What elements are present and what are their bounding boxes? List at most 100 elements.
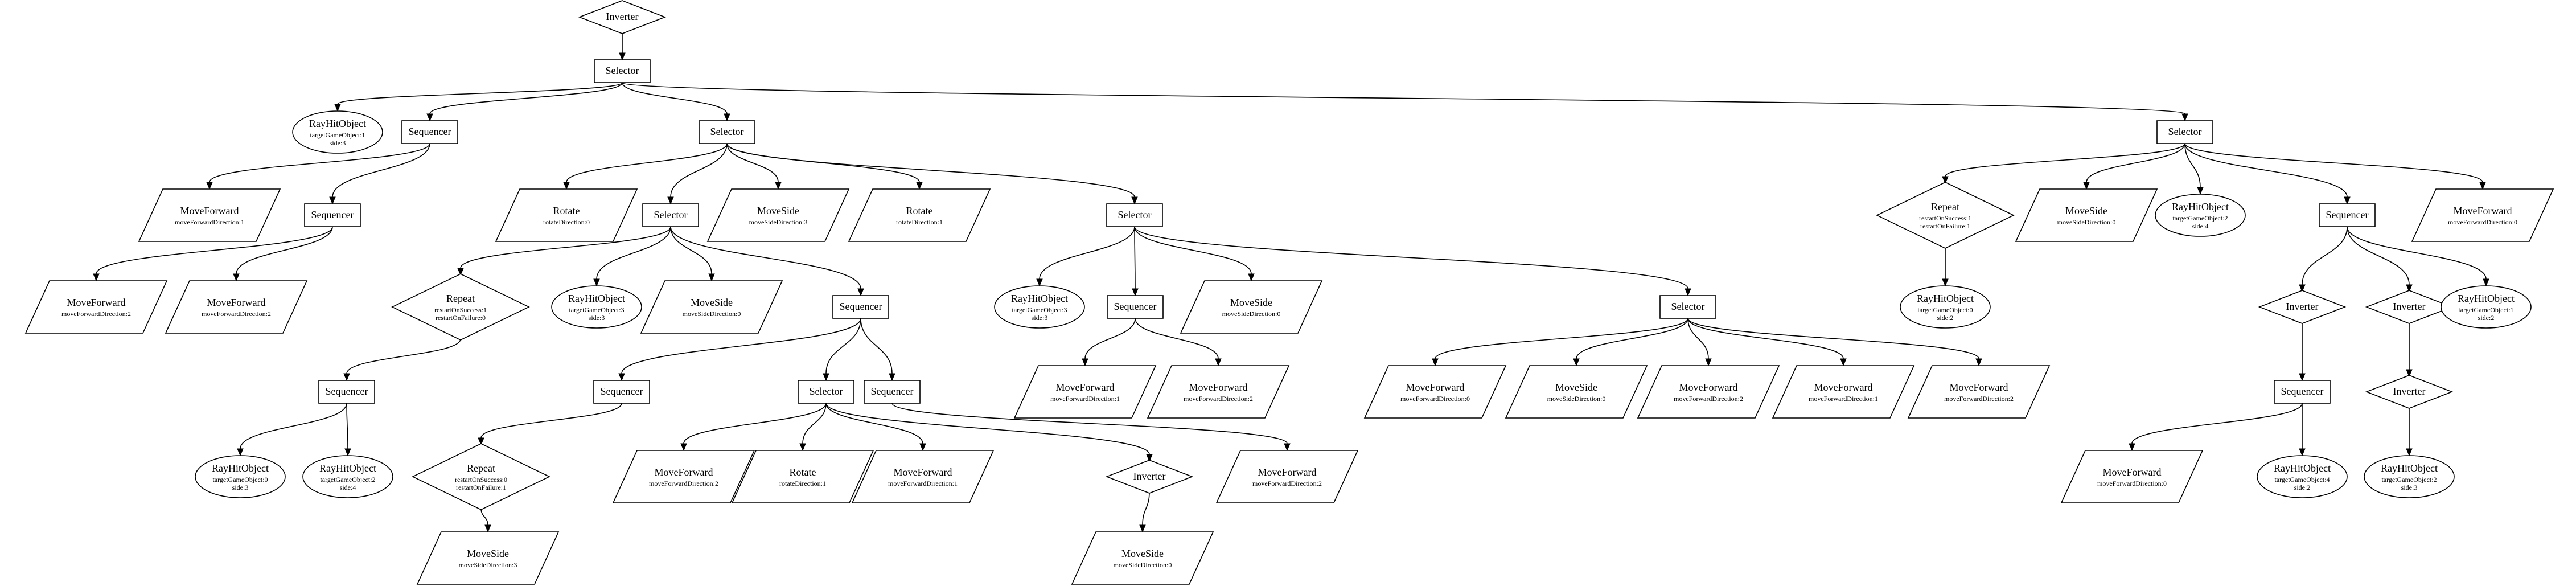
node-param: targetGameObject:3 <box>569 306 624 314</box>
inverter-shape <box>2365 375 2454 409</box>
sequencer-shape <box>401 120 458 144</box>
node-label: Rotate <box>553 205 580 216</box>
node-label: RayHitObject <box>2458 293 2515 304</box>
node-param: moveForwardDirection:2 <box>1944 395 2014 403</box>
node-label: Repeat <box>446 293 475 304</box>
arrowhead <box>1146 454 1153 462</box>
arrowhead <box>1036 278 1043 287</box>
node-label: MoveForward <box>2103 466 2162 478</box>
rayhitobject-shape <box>1900 285 1991 329</box>
edge-n23-n28 <box>802 403 827 444</box>
edge-n23-n30 <box>825 403 1150 455</box>
moveforward-shape <box>1772 365 1915 419</box>
edge-n18-n22 <box>621 318 861 374</box>
arrowhead <box>1975 358 1982 367</box>
edge-n11-n17 <box>670 226 712 274</box>
node-label: RayHitObject <box>568 293 625 304</box>
node-param: targetGameObject:0 <box>212 476 268 483</box>
node-label: Sequencer <box>2326 209 2369 220</box>
sequencer-node: Sequencer <box>304 203 361 227</box>
node-label: Sequencer <box>2281 386 2324 397</box>
node-param: moveSideDirection:0 <box>683 310 741 318</box>
arrowhead <box>2083 182 2090 190</box>
node-param: side:3 <box>2401 483 2418 491</box>
sequencer-shape <box>1107 295 1164 319</box>
node-param: side:3 <box>1032 314 1048 322</box>
moveforward-shape <box>1363 365 1507 419</box>
selector-node: Selector <box>1106 203 1163 227</box>
edge-n18-n24 <box>860 318 893 374</box>
arrowhead <box>593 278 600 287</box>
sequencer-node: Sequencer <box>593 380 650 404</box>
node-param: side:3 <box>232 483 249 491</box>
node-param: moveSideDirection:0 <box>1222 310 1281 318</box>
edge-n22-n25 <box>480 403 622 439</box>
arrowhead <box>1248 273 1255 282</box>
edge-n19-n20 <box>240 403 347 449</box>
node-label: MoveForward <box>1056 382 1115 393</box>
edge-n7-n8 <box>96 226 333 274</box>
selector-shape <box>1106 203 1163 227</box>
node-label: MoveSide <box>1555 382 1597 393</box>
node-label: RayHitObject <box>2274 462 2331 474</box>
moveforward-shape <box>1215 450 1359 503</box>
edge-n25-n26 <box>480 508 488 526</box>
edge-n14-n35 <box>1134 226 1252 274</box>
node-label: Repeat <box>467 462 495 474</box>
node-param: side:3 <box>330 139 346 147</box>
node-label: Inverter <box>1133 470 1166 482</box>
edge-n5-n48 <box>2184 143 2483 183</box>
selector-shape <box>699 120 755 144</box>
arrowhead <box>93 273 100 282</box>
sequencer-shape <box>593 380 650 404</box>
node-label: MoveSide <box>467 548 509 559</box>
edge-n14-n33 <box>1039 226 1135 280</box>
edge-n7-n9 <box>236 226 333 274</box>
node-param: moveForwardDirection:1 <box>1809 395 1878 403</box>
edge-n30-n31 <box>1142 491 1150 526</box>
inverter-node: Inverter <box>2365 290 2454 324</box>
arrowhead <box>618 373 625 382</box>
node-param: restartOnSuccess:0 <box>455 476 507 483</box>
arrowhead <box>426 113 433 122</box>
repeat-node: RepeatrestartOnSuccess:1restartOnFailure… <box>1876 182 2015 249</box>
inverter-node: Inverter <box>1105 460 1194 494</box>
arrowhead <box>457 268 464 276</box>
selector-shape <box>798 380 854 404</box>
node-param: targetGameObject:3 <box>1012 306 1067 314</box>
moveforward-shape <box>612 450 755 503</box>
rotate-shape <box>848 188 991 242</box>
node-label: Repeat <box>1931 201 1959 212</box>
moveside-shape <box>1071 531 1214 585</box>
edge-n3-n7 <box>332 143 430 198</box>
node-param: moveForwardDirection:0 <box>1400 395 1470 403</box>
arrowhead <box>775 182 782 190</box>
node-param: targetGameObject:2 <box>320 476 375 483</box>
repeat-shape <box>1876 182 2015 249</box>
repeat-shape <box>412 443 550 510</box>
edge-n36-n39 <box>1435 318 1688 359</box>
node-param: side:3 <box>589 314 605 322</box>
sequencer-node: Sequencer <box>1107 295 1164 319</box>
moveforward-shape <box>1147 365 1290 419</box>
node-param: rotateDirection:1 <box>896 218 943 226</box>
node-label: Sequencer <box>326 386 368 397</box>
arrowhead <box>1942 176 1949 185</box>
edge-n11-n18 <box>670 226 861 289</box>
node-param: moveSideDirection:3 <box>749 218 808 226</box>
edge-n4-n12 <box>726 143 779 183</box>
edge-n14-n36 <box>1134 226 1688 289</box>
edge-n47-n51 <box>2347 226 2410 285</box>
node-param: side:2 <box>1937 314 1954 322</box>
node-param: moveForwardDirection:1 <box>1050 395 1120 403</box>
edge-n1-n2 <box>337 82 623 105</box>
